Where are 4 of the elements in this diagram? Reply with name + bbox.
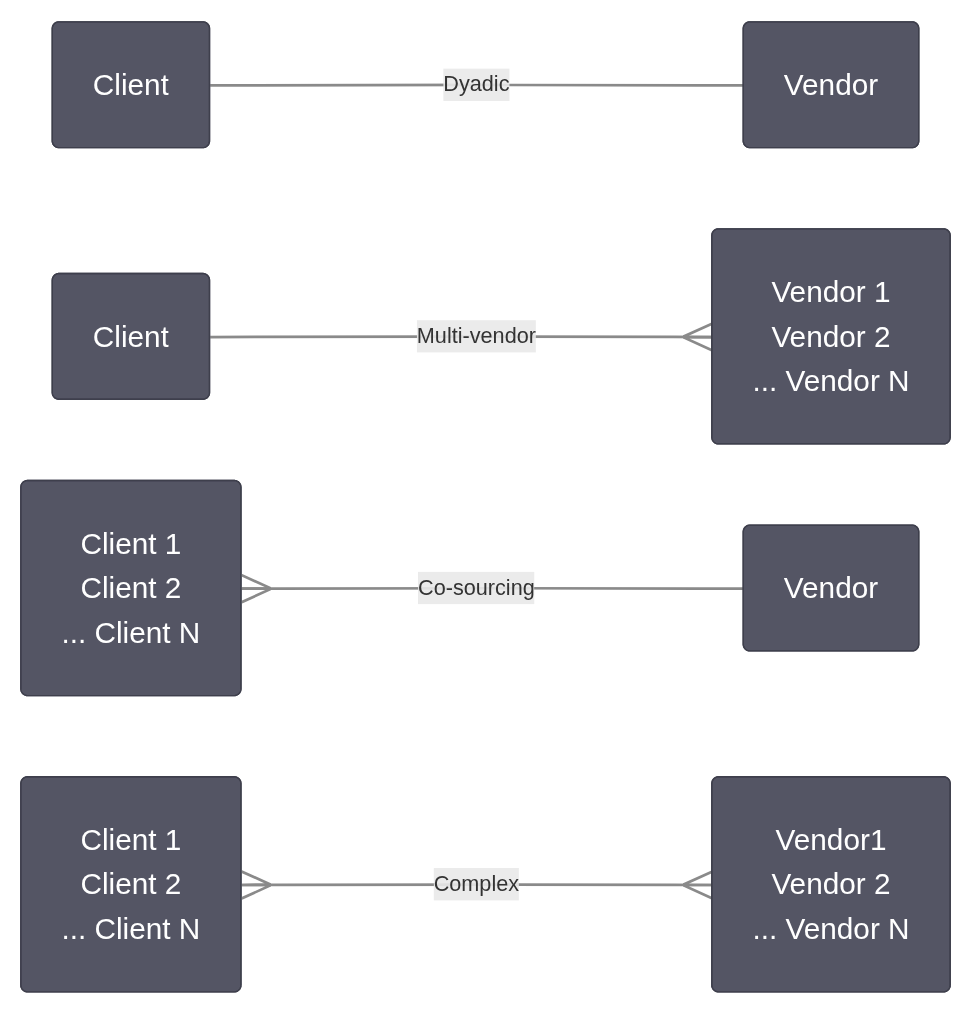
edge-label: Co-sourcing xyxy=(418,576,535,599)
edge-label: Complex xyxy=(433,872,520,896)
edge-label: Multi-vendor xyxy=(416,324,536,348)
edge-label: Dyadic xyxy=(443,72,510,96)
